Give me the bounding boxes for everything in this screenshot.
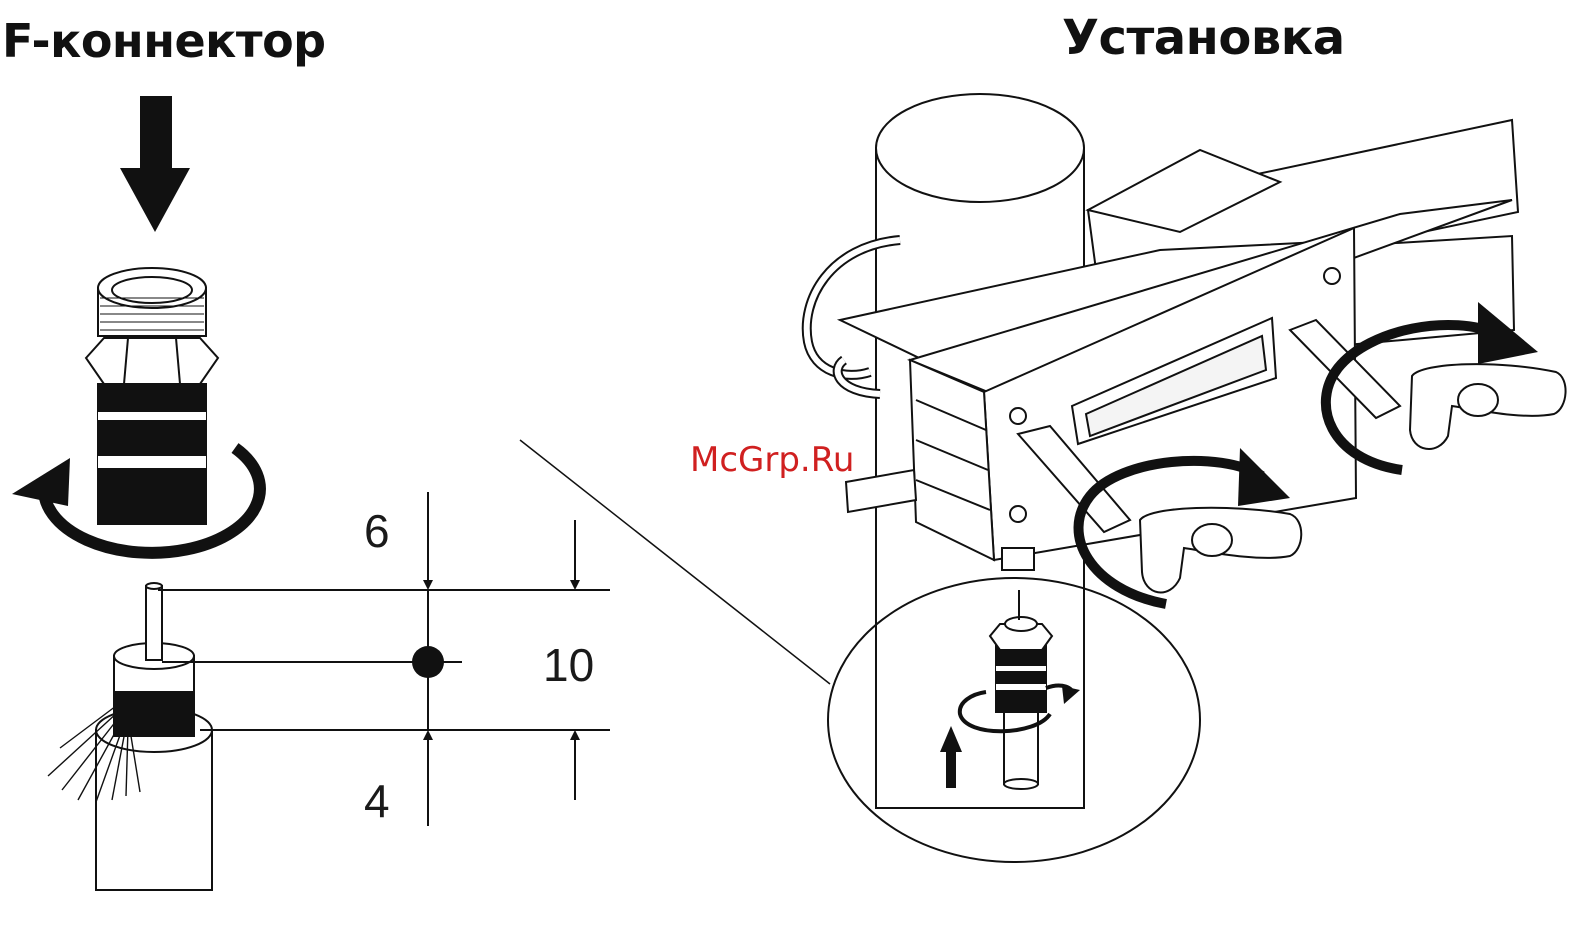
f-connector-illustration (86, 268, 218, 524)
dimension-top-label: 6 (364, 504, 390, 558)
installation-title: Установка (1062, 10, 1345, 66)
watermark-text: McGrp.Ru (690, 440, 854, 480)
cable-illustration (48, 583, 212, 890)
dimension-total-label: 10 (543, 638, 594, 692)
dimension-bottom-label: 4 (364, 774, 390, 828)
center-point (412, 646, 444, 678)
down-arrow-icon (120, 96, 190, 232)
f-connector-title: F-коннектор (2, 14, 326, 68)
